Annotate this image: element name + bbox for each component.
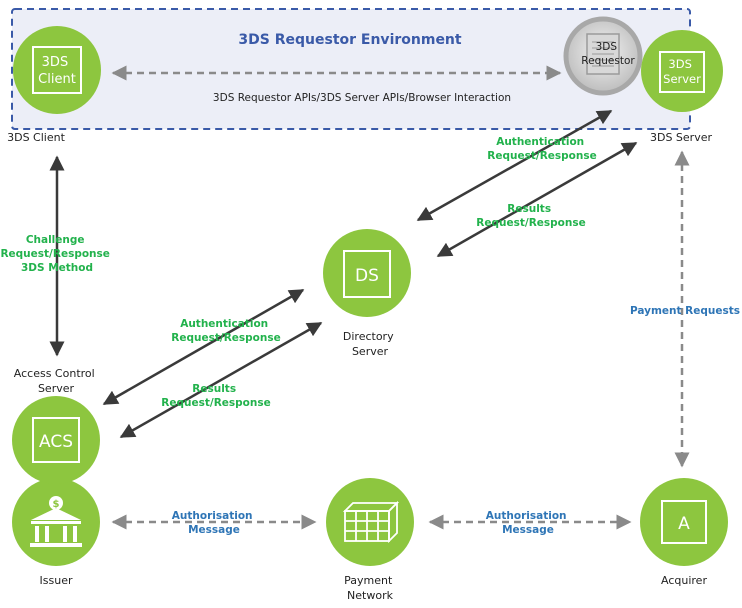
acs-icon-text: ACS <box>39 432 73 452</box>
client-icon-text: 3DS Client <box>38 55 76 87</box>
env-interaction-label: 3DS Requestor APIs/3DS Server APIs/Brows… <box>213 92 511 104</box>
auth-upper-label-line1: Authentication <box>496 136 584 148</box>
ds-label-line1: Directory <box>343 330 394 343</box>
grid-icon <box>342 500 400 544</box>
issuer-label: Issuer <box>40 574 73 587</box>
acquirer-icon-frame <box>661 500 707 544</box>
results-lower-label-line2: Request/Response <box>161 397 270 409</box>
server-icon-text: 3DS Server <box>663 57 701 86</box>
acs-icon-frame <box>32 417 80 463</box>
ds-label-line2: Server <box>352 345 389 358</box>
network-label: Payment Network <box>344 574 396 602</box>
ds-icon-frame <box>343 250 391 298</box>
acquirer-icon-text: A <box>678 514 690 534</box>
results-lower-label-line1: Results <box>192 383 236 395</box>
acquirer-label: Acquirer <box>661 574 707 587</box>
auth-msg-left-line1: Authorisation <box>172 510 253 522</box>
auth-lower-label: Authentication Request/Response <box>171 318 280 344</box>
ds-icon-text: DS <box>355 266 379 286</box>
environment-title: 3DS Requestor Environment <box>238 32 461 48</box>
challenge-label-line1: Challenge <box>26 234 85 246</box>
auth-msg-left-label: Authorisation Message <box>172 510 256 536</box>
auth-msg-right-line1: Authorisation <box>486 510 567 522</box>
results-upper-arrow <box>436 141 638 258</box>
requestor-icon-line2: Requestor <box>581 55 635 67</box>
server-icon-line1: 3DS <box>668 57 691 71</box>
results-upper-label: Results Request/Response <box>476 203 585 229</box>
auth-lower-label-line2: Request/Response <box>171 332 280 344</box>
client-icon-line2: Client <box>38 72 76 87</box>
auth-msg-left-line2: Message <box>188 524 240 536</box>
server-icon-frame <box>659 51 705 93</box>
results-upper-label-line1: Results <box>507 203 551 215</box>
server-label: 3DS Server <box>650 131 712 144</box>
requestor-icon-text: 3DS Requestor <box>581 41 635 67</box>
auth-upper-label-line2: Request/Response <box>487 150 596 162</box>
results-lower-arrow <box>119 321 323 439</box>
payment-requests-label: Payment Requests <box>630 305 740 317</box>
network-label-line1: Payment <box>344 574 393 587</box>
server-node <box>641 30 723 112</box>
auth-msg-right-label: Authorisation Message <box>486 510 570 536</box>
network-node <box>326 478 414 566</box>
auth-msg-right-line2: Message <box>502 524 554 536</box>
client-icon-line1: 3DS <box>42 55 69 70</box>
challenge-label-line2: Request/Response <box>0 248 109 260</box>
acs-label: Access Control Server <box>14 367 98 395</box>
auth-lower-label-line1: Authentication <box>180 318 268 330</box>
client-icon-frame <box>32 46 82 94</box>
client-label: 3DS Client <box>7 131 65 144</box>
server-icon-line2: Server <box>663 72 701 86</box>
client-node <box>13 26 101 114</box>
ds-label: Directory Server <box>343 330 397 358</box>
challenge-label: Challenge Request/Response 3DS Method <box>0 234 113 274</box>
network-label-line2: Network <box>347 589 394 602</box>
results-lower-label: Results Request/Response <box>161 383 270 409</box>
acs-label-line2: Server <box>38 382 75 395</box>
bank-icon-dollar: $ <box>53 499 60 510</box>
acs-label-line1: Access Control <box>14 367 95 380</box>
requestor-icon-line1: 3DS <box>596 41 618 53</box>
bank-icon <box>30 496 82 547</box>
challenge-label-line3: 3DS Method <box>21 262 93 274</box>
results-upper-label-line2: Request/Response <box>476 217 585 229</box>
